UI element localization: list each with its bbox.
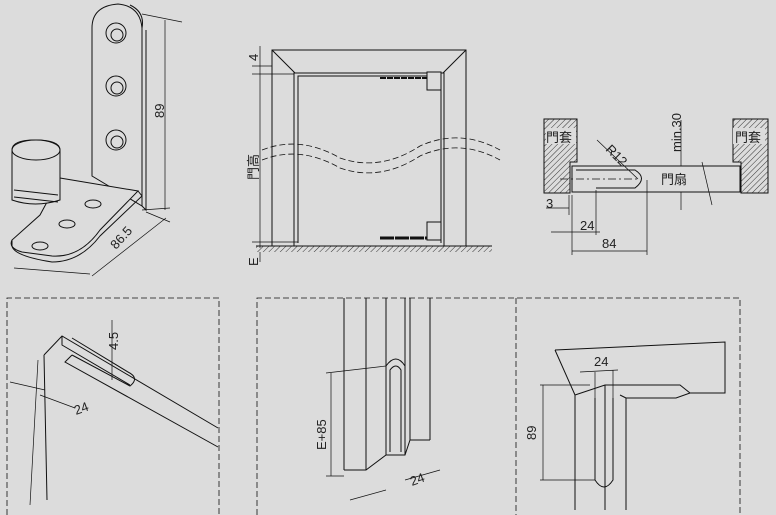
floor-gap-label: E xyxy=(246,257,261,266)
detail-top-slot-view: 4.5 24 xyxy=(9,320,219,506)
offset-dim: 24 xyxy=(580,218,594,233)
frame-right-label: 門套 xyxy=(735,130,761,145)
plan-section-view: 門套 門套 R12 min.30 門扇 3 24 84 xyxy=(543,113,769,255)
slot-width-dim-2: 24 xyxy=(408,470,427,489)
hinge-length-dim: 86.5 xyxy=(107,223,135,252)
hinge-height-dim: 89 xyxy=(152,104,167,118)
frame-slot-width-dim: 24 xyxy=(594,354,608,369)
detail-frame-view: 24 89 xyxy=(524,341,726,510)
top-gap-dim: 4 xyxy=(246,54,261,61)
frame-left-label: 門套 xyxy=(546,130,572,145)
door-leaf-label: 門扇 xyxy=(661,172,687,187)
detail-panels xyxy=(6,297,741,515)
pivot-dim: 84 xyxy=(602,236,616,251)
frame-slot-depth-dim: 89 xyxy=(524,426,539,440)
detail-door-edge-view: E+85 24 xyxy=(314,298,441,501)
hinge-3d-view: 89 86.5 xyxy=(10,3,183,277)
screw-hole-icon xyxy=(105,22,127,151)
slot-length-dim: E+85 xyxy=(314,419,329,450)
door-height-label: 門高 xyxy=(246,154,261,180)
radius-label: R12 xyxy=(603,142,630,169)
gap-dim: 3 xyxy=(546,196,553,211)
slot-depth-dim: 4.5 xyxy=(106,332,121,350)
door-elevation-view: 4 門高 E xyxy=(246,46,501,266)
slot-width-dim: 24 xyxy=(72,399,91,418)
min-thickness-label: min.30 xyxy=(669,113,684,152)
